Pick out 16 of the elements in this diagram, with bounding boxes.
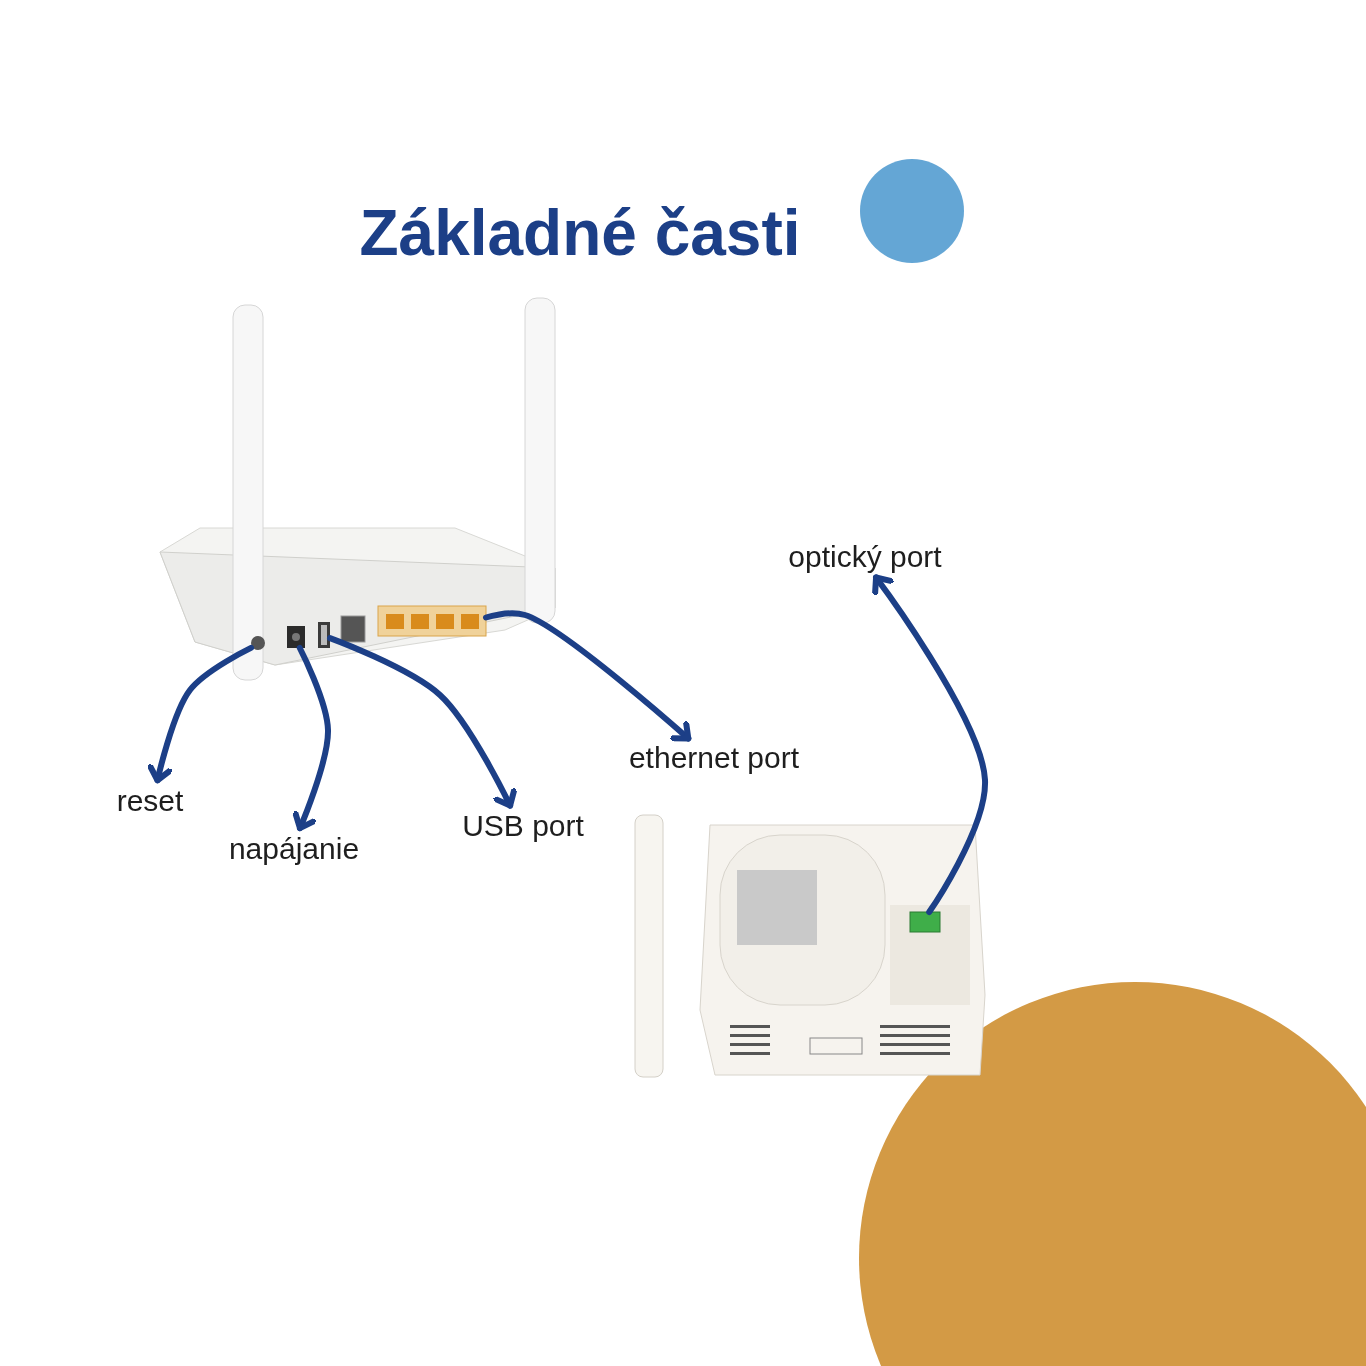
curved-arrow: [146, 644, 254, 784]
part-label: USB port: [454, 809, 592, 843]
reset-button: [251, 636, 265, 650]
curved-arrow: [871, 574, 988, 915]
part-label: optický port: [774, 540, 956, 574]
ethernet-port-block: [378, 606, 486, 636]
curved-arrow: [291, 645, 331, 832]
usb-port: [318, 622, 330, 648]
part-label: napájanie: [218, 832, 370, 866]
curved-arrow: [327, 635, 518, 809]
power-jack: [287, 626, 305, 648]
part-label: reset: [108, 784, 192, 818]
optical-port: [910, 912, 940, 932]
part-label: ethernet port: [612, 741, 816, 775]
curved-arrow: [483, 610, 692, 742]
title: Základné časti: [358, 196, 802, 270]
